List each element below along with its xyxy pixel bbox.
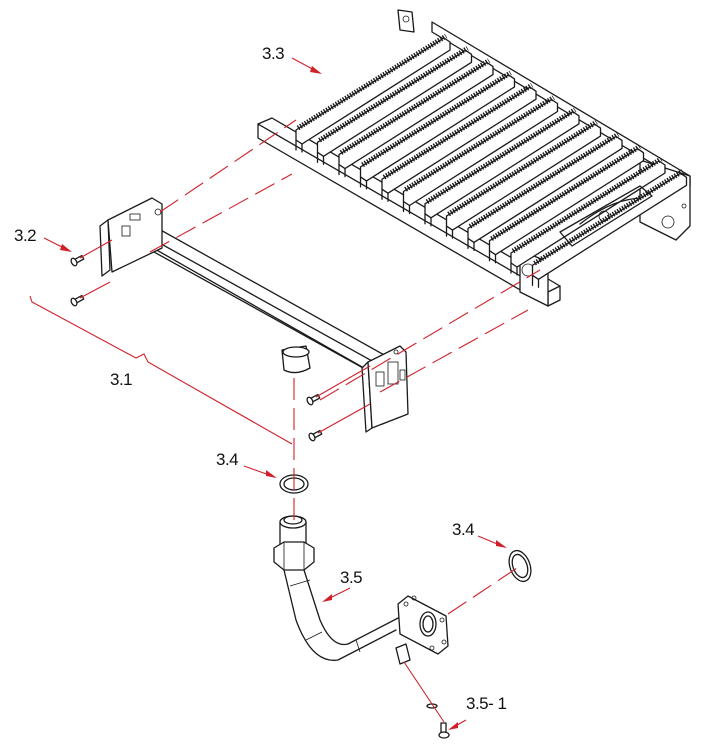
callout-3-4-upper: 3.4 [216,450,239,469]
burner-bar [445,119,602,239]
burner-bar [295,33,451,153]
callout-3-3: 3.3 [262,44,285,63]
callout-3-2: 3.2 [14,226,37,245]
crossover-tube [559,185,653,247]
burner-bar [316,46,473,165]
burner-bar [467,132,623,252]
burner-bar [402,95,559,215]
burner-bar-array [295,33,688,288]
callout-3-5: 3.5 [340,568,363,587]
burner-bar [424,107,580,227]
seal-ring-flange [508,549,532,583]
burner-bar [359,70,516,190]
assembly-lines [29,57,541,729]
test-point-screw [426,703,450,739]
gas-pipe [273,515,449,665]
leader-arrowheads [60,66,507,730]
manifold-screws [70,254,323,442]
callout-3-4-flange: 3.4 [452,520,475,539]
burner-bar [338,58,494,178]
callout-3-5-1: 3.5- 1 [466,694,507,713]
burner-bar [510,156,666,276]
callout-3-1: 3.1 [110,370,133,389]
gas-manifold [99,197,409,433]
burner-bar [488,144,645,264]
burner-bar [381,83,537,202]
